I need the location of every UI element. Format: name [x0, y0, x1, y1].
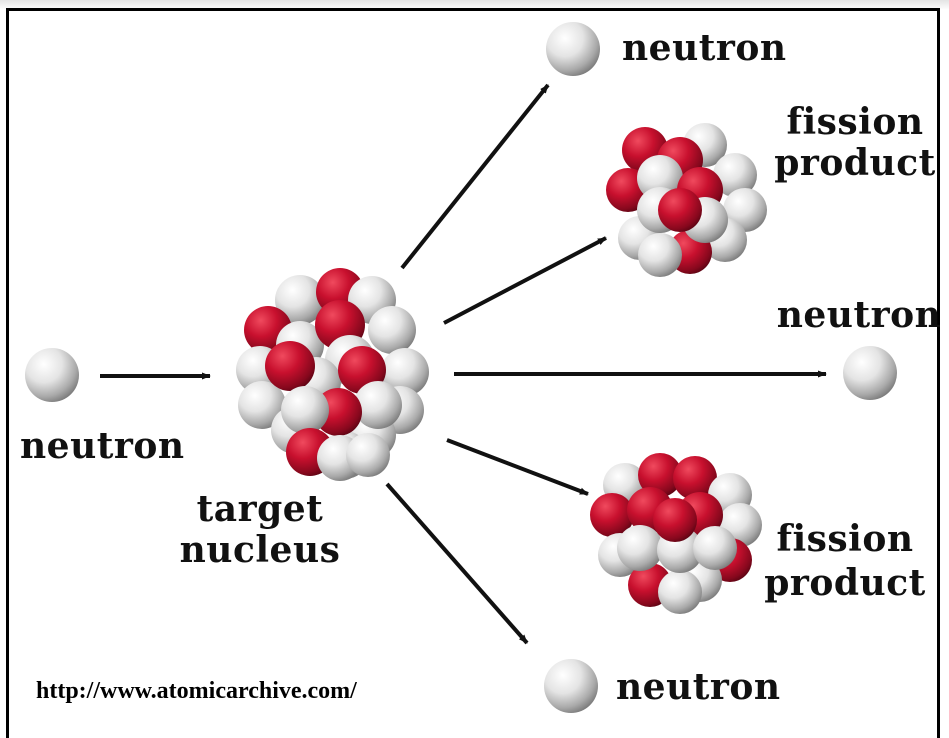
- label-neutron-right: neutron: [776, 294, 942, 336]
- target-neutron-0: [275, 275, 325, 325]
- fission-product-top-cluster: [606, 123, 767, 277]
- fission-top-neutron-9: [638, 233, 682, 277]
- neutron-right-sphere: [843, 346, 897, 400]
- fission-product-bottom-cluster: [590, 453, 762, 614]
- label-target-line2: nucleus: [179, 529, 341, 571]
- label-neutron-top: neutron: [622, 27, 787, 69]
- neutron-incoming-sphere: [25, 348, 79, 402]
- fission-bottom-proton-4: [590, 493, 634, 537]
- label-fission-top-line1: fission: [786, 101, 924, 143]
- label-fission-bottom-line2: product: [764, 562, 926, 604]
- fission-top-neutron-3: [713, 153, 757, 197]
- fission-bottom-neutron-15: [693, 526, 737, 570]
- target-proton-17: [265, 341, 315, 391]
- label-fission-bottom-line1: fission: [776, 518, 914, 560]
- label-incoming-neutron: neutron: [20, 425, 185, 467]
- arrow-to-neutron-top: [400, 83, 550, 270]
- arrows: [100, 83, 827, 645]
- target-neutron-3: [368, 306, 416, 354]
- fission-bottom-neutron-10: [658, 570, 702, 614]
- target-neutron-20: [281, 386, 329, 434]
- fission-top-proton-14: [658, 188, 702, 232]
- target-neutron-23: [346, 433, 390, 477]
- target-nucleus-sphere-cluster: [236, 268, 429, 481]
- neutron-top-sphere: [546, 22, 600, 76]
- neutron-bottom-sphere: [544, 659, 598, 713]
- arrow-to-fission-top: [443, 236, 607, 325]
- label-target-line1: target: [196, 488, 324, 530]
- target-neutron-6: [381, 348, 429, 396]
- source-url[interactable]: http://www.atomicarchive.com/: [36, 678, 357, 704]
- label-neutron-bottom: neutron: [616, 666, 781, 708]
- diagram-frame: [6, 8, 940, 738]
- fission-bottom-proton-2: [673, 456, 717, 500]
- fission-bottom-neutron-13: [617, 525, 663, 571]
- target-neutron-18: [354, 381, 402, 429]
- fission-bottom-proton-1: [638, 453, 682, 497]
- target-neutron-8: [238, 381, 286, 429]
- top-band: [0, 0, 949, 10]
- arrow-to-neutron-bottom: [385, 482, 529, 645]
- arrow-to-fission-bottom: [446, 438, 589, 496]
- fission-top-neutron-10: [637, 155, 683, 201]
- label-fission-top-line2: product: [774, 142, 936, 184]
- fission-bottom-proton-16: [653, 498, 697, 542]
